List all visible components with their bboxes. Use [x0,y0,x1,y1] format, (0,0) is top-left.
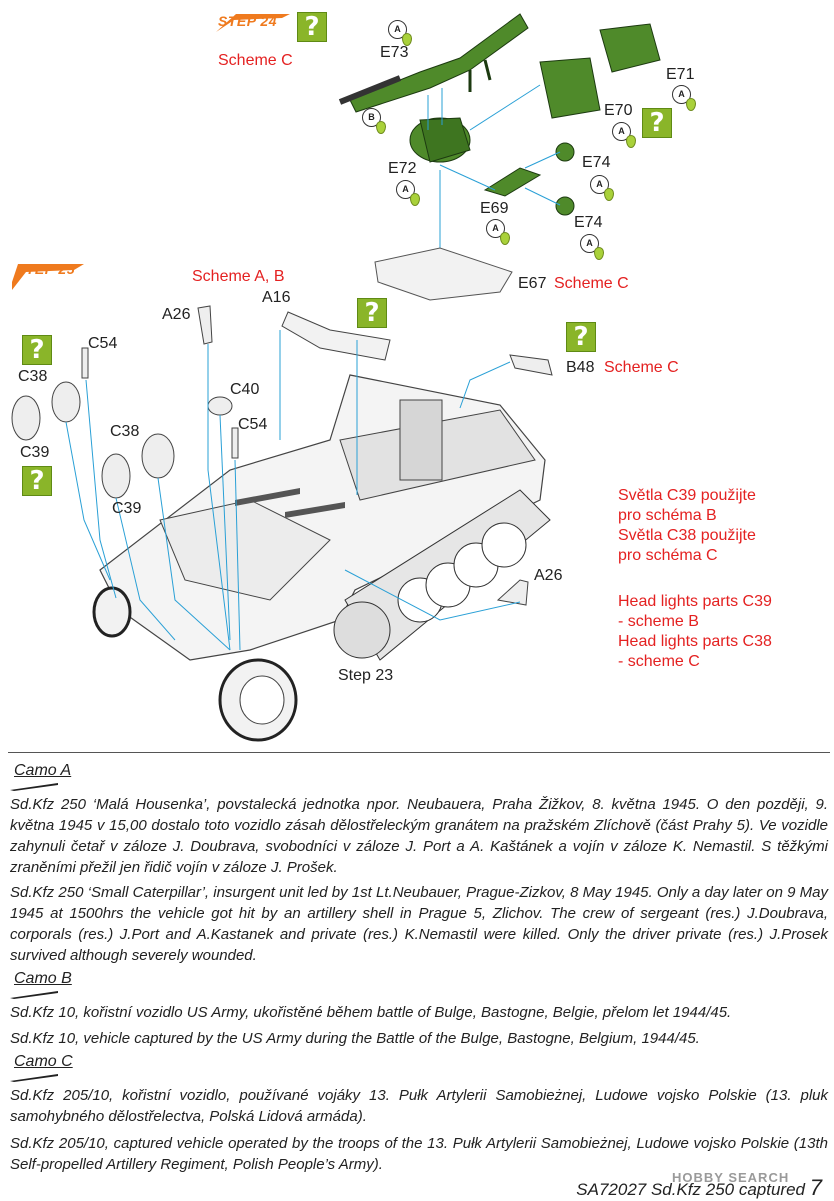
paint-a-icon: A [388,20,412,46]
a26-part-drawing [496,579,529,606]
part-label-c39: C39 [20,444,50,461]
assembly-guide-lines [427,84,561,272]
question-icon: ? [566,322,596,352]
camo-c-description-en: Sd.Kfz 205/10, captured vehicle operated… [10,1135,828,1173]
swoosh-icon [10,783,58,791]
note-line: Světla C38 použijte [618,527,756,544]
step-23-reference: Step 23 [338,667,394,684]
part-label-c39: C39 [112,500,142,517]
machine-gun-drawing [338,13,529,113]
e67-scheme: Scheme C [554,275,629,292]
c39-part-drawing [11,395,41,441]
camo-a-description-en: Sd.Kfz 250 ‘Small Caterpillar’, insurgen… [10,884,828,964]
b48-part-drawing [509,354,553,376]
part-label-e74: E74 [574,214,603,231]
gun-shield-drawing [539,23,661,119]
part-label-e70: E70 [604,102,633,119]
step-24-label: STEP 24 [218,13,278,29]
scheme-ab-label: Scheme A, B [192,268,285,285]
c54-part-drawing [81,347,89,379]
part-label-e69: E69 [480,200,509,217]
c54-part-drawing [231,427,239,459]
step-banner-swoosh-icon [12,264,84,290]
part-label-a26: A26 [534,567,563,584]
paint-a-icon: A [396,180,420,206]
note-line: Head lights parts C38 [618,633,772,650]
a26-part-drawing [197,305,213,345]
step-25-banner: STEP 25 [10,260,90,290]
part-label-a26: A26 [162,306,191,323]
paint-a-icon: A [580,234,604,260]
vehicle-drawing [92,374,551,742]
question-icon: ? [297,12,327,42]
camo-b-title: Camo B [14,970,72,987]
c38-part-drawing [51,381,81,423]
camo-a-title: Camo A [14,762,72,779]
question-icon: ? [357,298,387,328]
part-label-e71: E71 [666,66,695,83]
camo-c-title: Camo C [14,1053,73,1070]
c39-part-drawing [101,453,131,499]
question-icon: ? [22,466,52,496]
part-label-e72: E72 [388,160,417,177]
note-line: pro schéma C [618,547,718,564]
step-25-label: STEP 25 [16,261,76,277]
paint-a-icon: A [486,219,510,245]
paint-a-icon: A [612,122,636,148]
part-label-a16: A16 [262,289,291,306]
watermark: HOBBY SEARCH [672,1170,790,1185]
step-24-scheme: Scheme C [218,52,293,69]
note-line: pro schéma B [618,507,717,524]
part-label-c54: C54 [88,335,118,352]
part-label-e74: E74 [582,154,611,171]
product-code: SA72027 Sd.Kfz 250 captured [576,1180,806,1199]
e67-part-drawing [374,247,513,301]
page-footer: SA72027 Sd.Kfz 250 captured 7 [576,1175,822,1201]
paint-a-icon: A [672,85,696,111]
c38-part-drawing [141,433,175,479]
question-icon: ? [642,108,672,138]
paint-b-icon: B [362,108,386,134]
part-label-c38: C38 [18,368,48,385]
step-banner-swoosh-icon [216,14,290,32]
camo-a-description-cz: Sd.Kfz 250 ‘Malá Housenka’, povstalecká … [10,796,828,876]
section-divider [8,752,830,753]
note-line: - scheme C [618,653,700,670]
assembly-guide-lines [65,330,521,651]
note-line: Světla C39 použijte [618,487,756,504]
step-24-banner: STEP 24 [212,12,292,34]
c40-part-drawing [207,396,233,416]
camo-b-description-en: Sd.Kfz 10, vehicle captured by the US Ar… [10,1030,700,1047]
headlight-note-cz: Světla C39 použijte pro schéma B Světla … [618,486,756,566]
bracket-drawing [483,142,575,216]
question-icon: ? [22,335,52,365]
part-label-c40: C40 [230,381,260,398]
swoosh-icon [10,991,58,999]
a16-part-drawing [281,311,391,361]
assembly-drawing [11,13,661,742]
paint-a-icon: A [590,175,614,201]
part-label-b48: B48 [566,359,595,376]
b48-scheme: Scheme C [604,359,679,376]
camo-c-description-cz: Sd.Kfz 205/10, kořistní vozidlo, používa… [10,1087,828,1125]
part-label-c54: C54 [238,416,268,433]
headlight-note-en: Head lights parts C39 - scheme B Head li… [618,592,772,672]
swoosh-icon [10,1074,58,1082]
part-label-e73: E73 [380,44,409,61]
gun-mount-drawing [409,117,471,163]
camo-b-description-cz: Sd.Kfz 10, kořistní vozidlo US Army, uko… [10,1004,732,1021]
page-number: 7 [809,1175,822,1200]
part-label-c38: C38 [110,423,140,440]
note-line: Head lights parts C39 [618,593,772,610]
part-label-e67: E67 [518,275,547,292]
note-line: - scheme B [618,613,699,630]
